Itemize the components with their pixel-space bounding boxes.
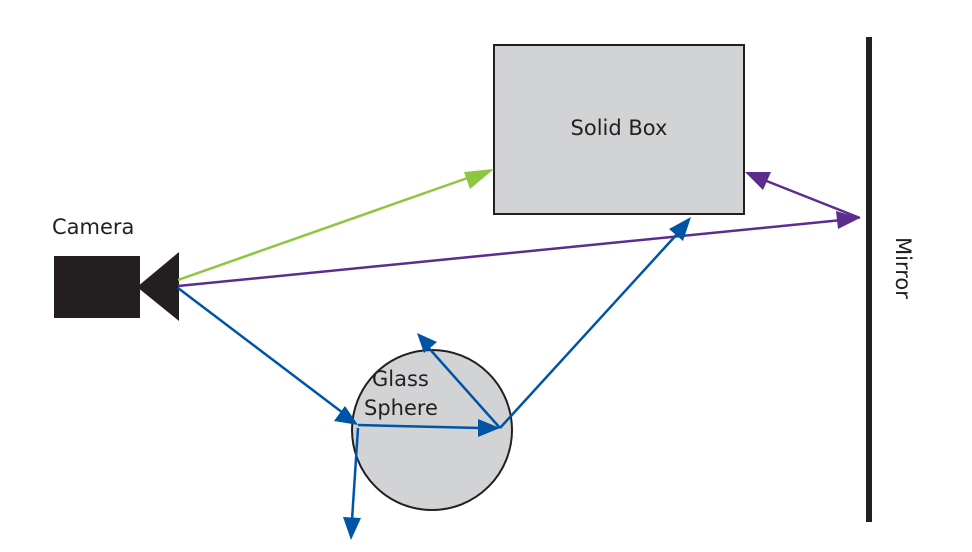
glass-sphere-label-line2: Sphere xyxy=(364,396,438,420)
mirror xyxy=(866,37,872,522)
glass-sphere-label-line1: Glass xyxy=(372,367,429,391)
blue-ray xyxy=(177,217,691,540)
camera-label: Camera xyxy=(52,215,134,239)
purple-ray xyxy=(177,172,861,288)
mirror-label: Mirror xyxy=(891,237,915,299)
green-ray xyxy=(177,169,494,282)
solid-box-label: Solid Box xyxy=(571,116,668,140)
solid-box xyxy=(493,44,745,215)
camera-icon xyxy=(54,252,179,321)
